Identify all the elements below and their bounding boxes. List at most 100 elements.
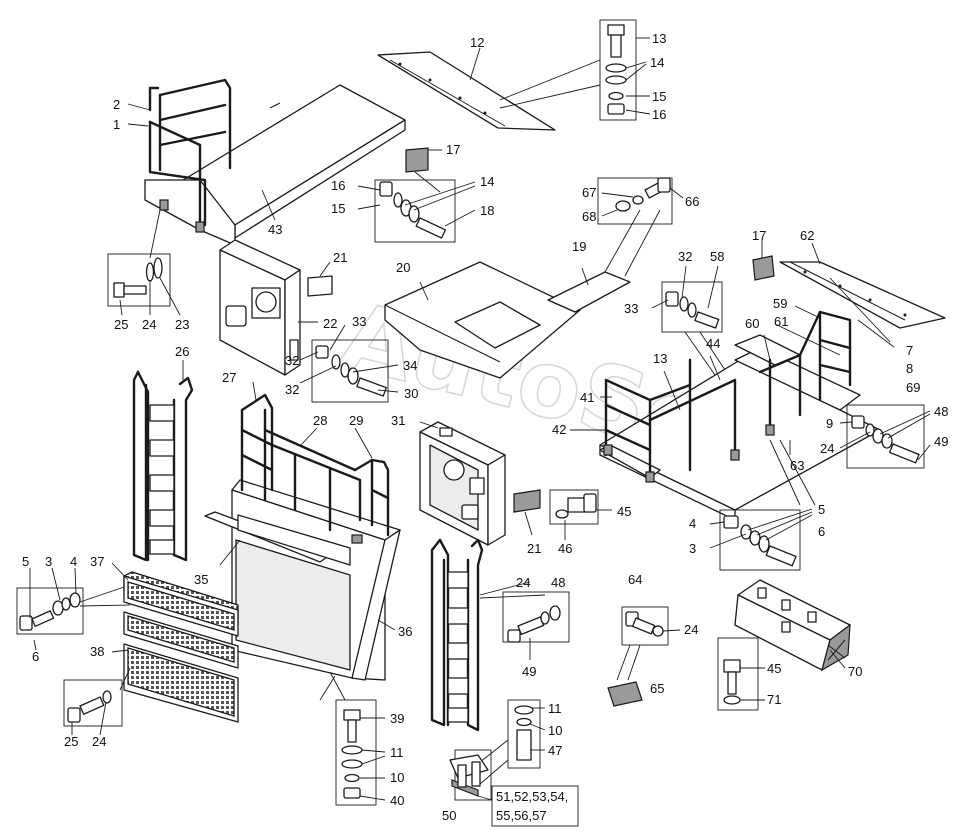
callout-32: 32 [678,249,692,264]
hood-22 [219,239,333,376]
callout-37: 37 [90,554,104,569]
callout-13: 13 [652,31,666,46]
bolt-set-24-25-lower [63,667,131,736]
bolt-set-14-18 [357,147,476,243]
callout-49: 49 [934,434,948,449]
callout-15: 15 [331,201,345,216]
callout-11: 11 [390,745,404,760]
callout-48: 48 [551,575,565,590]
callout-9: 9 [826,416,833,431]
callout-21: 21 [333,250,347,265]
callout-41: 41 [580,390,594,405]
callout-24: 24 [92,734,106,749]
callout-58: 58 [710,249,724,264]
callout-46: 46 [558,541,572,556]
grille-37-38 [111,562,239,723]
callout-18: 18 [480,203,494,218]
callout-62: 62 [800,228,814,243]
callout-multi-line2: 55,56,57 [496,808,547,823]
mounting-strip-62 [779,242,946,343]
callout-19: 19 [572,239,586,254]
callout-32: 32 [285,382,299,397]
callout-67: 67 [582,185,596,200]
bolt-set-23-25 [107,209,181,316]
callout-17: 17 [752,228,766,243]
callout-17: 17 [446,142,460,157]
callout-15: 15 [652,89,666,104]
bolt-set-66-68 [597,177,684,225]
bolt-set-3-6-right [709,508,813,571]
callout-33: 33 [352,314,366,329]
bolt-set-30-34 [299,324,399,403]
callout-5: 5 [818,502,825,517]
callout-34: 34 [403,358,417,373]
callout-45: 45 [767,661,781,676]
callout-38: 38 [90,644,104,659]
ladder-center [430,538,546,732]
callout-28: 28 [313,413,327,428]
callout-69: 69 [906,380,920,395]
callout-25: 25 [64,734,78,749]
callout-31: 31 [391,413,405,428]
bolt-stack-45-71 [717,637,765,711]
floor-panel-20 [384,209,661,379]
callout-4: 4 [70,554,77,569]
callout-44: 44 [706,336,720,351]
callout-3: 3 [689,541,696,556]
callout-36: 36 [398,624,412,639]
callout-12: 12 [470,35,484,50]
callout-8: 8 [906,361,913,376]
callout-4: 4 [689,516,696,531]
plate-17-right [752,240,775,281]
callout-65: 65 [650,681,664,696]
callout-39: 39 [390,711,404,726]
callout-14: 14 [480,174,494,189]
callout-24: 24 [820,441,834,456]
callout-3: 3 [45,554,52,569]
cab-front-assembly [204,381,401,701]
callout-13: 13 [653,351,667,366]
bolt-set-64-65 [607,606,681,707]
bolt-stack-39-40 [335,699,386,806]
callout-10: 10 [548,723,562,738]
callout-47: 47 [548,743,562,758]
callout-48: 48 [934,404,948,419]
callout-32: 32 [285,353,299,368]
callout-24: 24 [516,575,530,590]
callout-59: 59 [773,296,787,311]
callout-11: 11 [548,701,562,716]
bolt-set-9-24-48-49 [839,404,931,469]
callout-26: 26 [175,344,189,359]
callout-16: 16 [331,178,345,193]
right-platform-assembly [570,305,895,521]
bolt-set-32-33-58 [651,265,726,376]
callout-24: 24 [684,622,698,637]
callout-20: 20 [396,260,410,275]
callout-25: 25 [114,317,128,332]
callout-22: 22 [323,316,337,331]
bolt-set-13-16 [599,19,651,121]
callout-multi-line1: 51,52,53,54, [496,789,568,804]
callout-63: 63 [790,458,804,473]
callout-16: 16 [652,107,666,122]
bolt-set-45-46 [524,489,612,540]
ladder-26 [132,360,194,562]
callout-66: 66 [685,194,699,209]
left-platform-assembly [127,78,406,246]
callout-14: 14 [650,55,664,70]
hood-31 [419,421,541,546]
callout-24: 24 [142,317,156,332]
box-assembly-70 [734,579,851,672]
callout-50: 50 [442,808,456,823]
callout-45: 45 [617,504,631,519]
callout-27: 27 [222,370,236,385]
mounting-strip-12 [377,47,601,131]
callout-21: 21 [527,541,541,556]
callout-71: 71 [767,692,781,707]
callout-49: 49 [522,664,536,679]
callout-61: 61 [774,314,788,329]
bracket-50 [449,749,579,827]
callout-6: 6 [32,649,39,664]
callout-40: 40 [390,793,404,808]
